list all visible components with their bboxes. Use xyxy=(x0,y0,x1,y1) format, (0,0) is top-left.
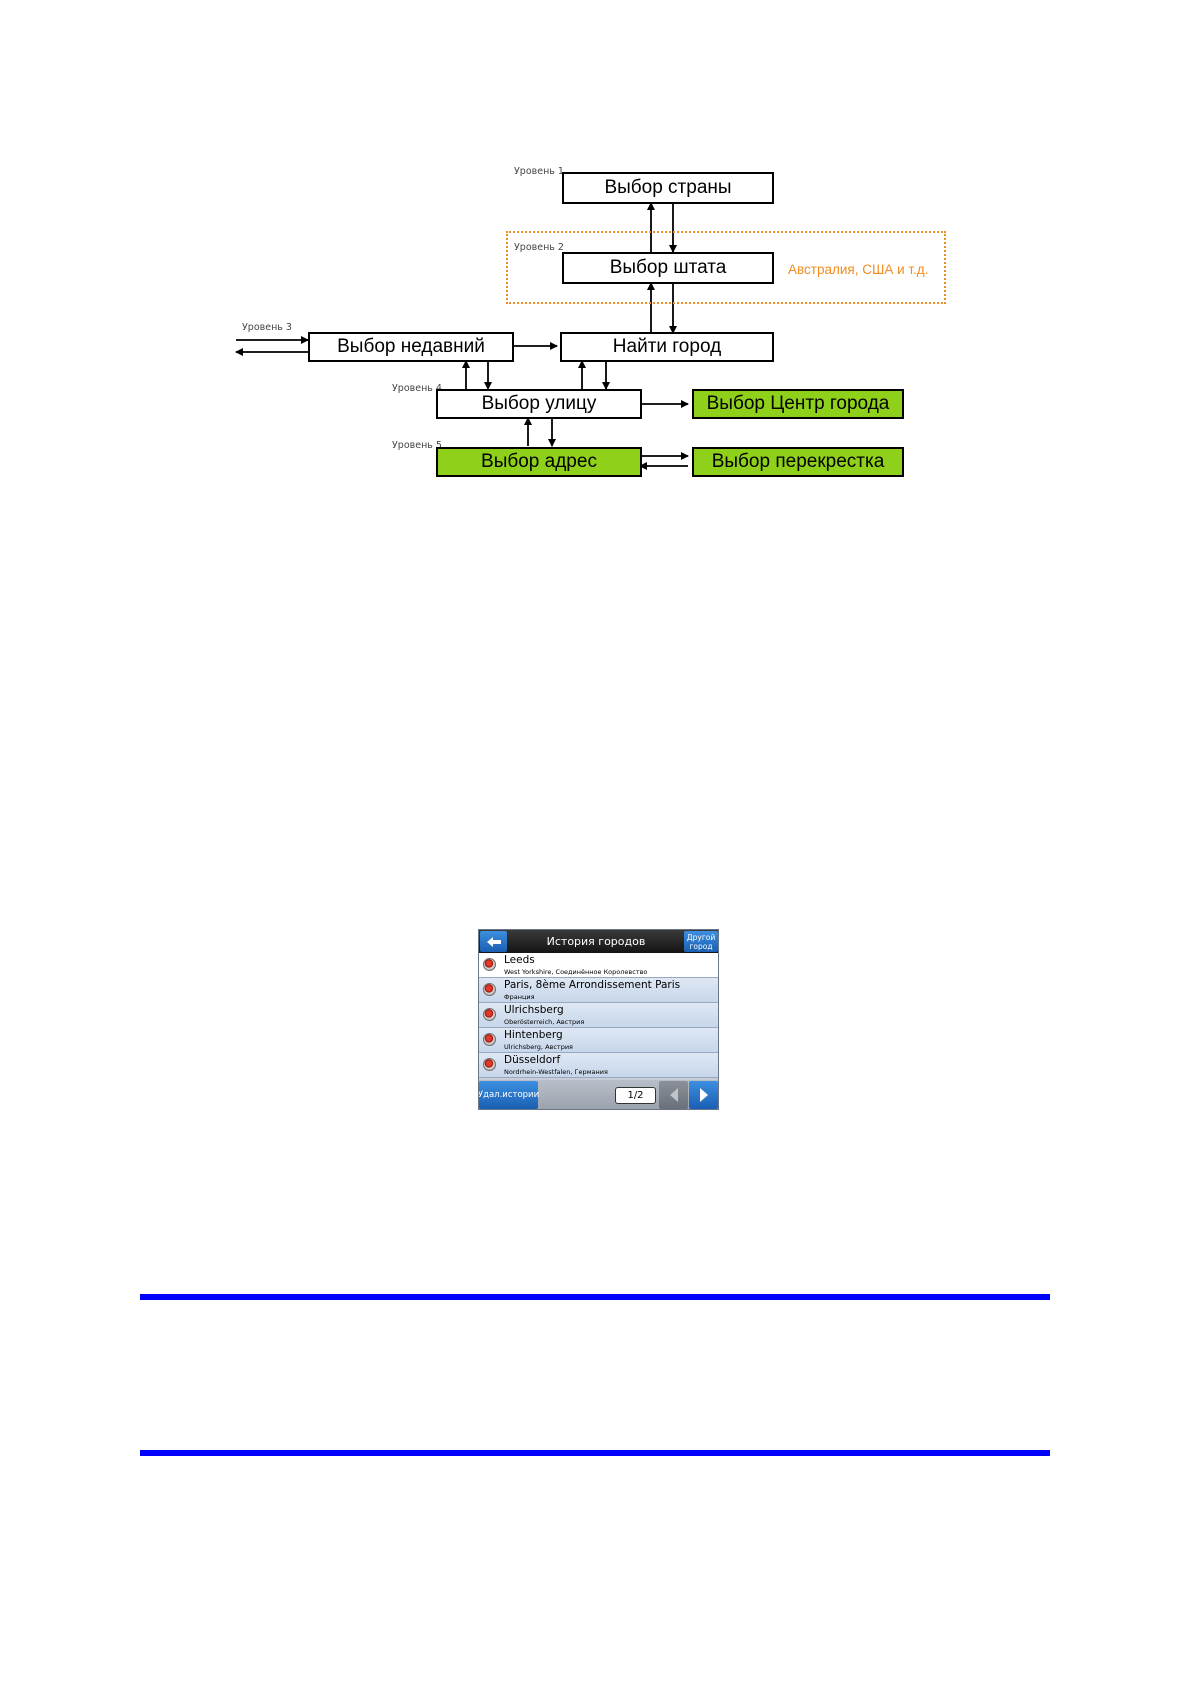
box-select-state: Выбор штата xyxy=(562,252,774,284)
history-list-item[interactable]: Leeds West Yorkshire, Соединённое Короле… xyxy=(479,953,718,978)
horizontal-rule-bottom xyxy=(140,1450,1050,1456)
city-name: Ulrichsberg xyxy=(504,1004,564,1016)
box-select-city-center: Выбор Центр города xyxy=(692,389,904,419)
other-city-label: Другой город xyxy=(686,932,716,951)
next-page-button[interactable] xyxy=(689,1081,718,1109)
back-arrow-icon xyxy=(486,936,501,947)
city-history-screen: История городов Другой город Leeds West … xyxy=(478,929,719,1110)
city-region: Nordrhein-Westfalen, Германия xyxy=(504,1068,608,1076)
box-find-city: Найти город xyxy=(560,332,774,362)
pin-icon xyxy=(483,1008,496,1021)
level-5-label: Уровень 5 xyxy=(392,440,442,451)
city-name: Hintenberg xyxy=(504,1029,563,1041)
back-button[interactable] xyxy=(480,931,507,952)
screen-footer: Удал.истории 1/2 xyxy=(479,1080,718,1109)
other-city-button[interactable]: Другой город xyxy=(684,931,718,952)
city-region: Франция xyxy=(504,993,535,1001)
chevron-right-icon xyxy=(699,1088,708,1102)
level-2-label: Уровень 2 xyxy=(514,242,564,253)
city-region: Oberösterreich, Австрия xyxy=(504,1018,585,1026)
previous-page-button[interactable] xyxy=(659,1081,688,1109)
box-select-recent: Выбор недавний xyxy=(308,332,514,362)
level-1-label: Уровень 1 xyxy=(514,166,564,177)
pin-icon xyxy=(483,1033,496,1046)
level-3-label: Уровень 3 xyxy=(242,322,292,333)
history-list-item[interactable]: Düsseldorf Nordrhein-Westfalen, Германия xyxy=(479,1053,718,1078)
navigation-flow-diagram: Уровень 1 Уровень 2 Уровень 3 Уровень 4 … xyxy=(222,146,972,497)
delete-history-button[interactable]: Удал.истории xyxy=(479,1081,539,1109)
city-name: Düsseldorf xyxy=(504,1054,561,1066)
city-name: Leeds xyxy=(504,954,535,966)
city-name: Paris, 8ème Arrondissement Paris xyxy=(504,979,681,991)
screen-header: История городов Другой город xyxy=(479,930,718,953)
horizontal-rule-top xyxy=(140,1294,1050,1300)
city-region: West Yorkshire, Соединённое Королевство xyxy=(504,968,648,976)
box-select-address: Выбор адрес xyxy=(436,447,642,477)
box-select-street: Выбор улицу xyxy=(436,389,642,419)
level-4-label: Уровень 4 xyxy=(392,383,442,394)
state-note: Австралия, США и т.д. xyxy=(788,262,929,277)
screen-title: История городов xyxy=(546,935,646,948)
page-indicator: 1/2 xyxy=(615,1087,656,1104)
chevron-left-icon xyxy=(669,1088,678,1102)
history-list-item[interactable]: Ulrichsberg Oberösterreich, Австрия xyxy=(479,1003,718,1028)
history-list-item[interactable]: Hintenberg Ulrichsberg, Австрия xyxy=(479,1028,718,1053)
box-select-intersection: Выбор перекрестка xyxy=(692,447,904,477)
box-select-country: Выбор страны xyxy=(562,172,774,204)
pin-icon xyxy=(483,983,496,996)
pin-icon xyxy=(483,958,496,971)
optional-state-region xyxy=(506,231,946,304)
history-list-item[interactable]: Paris, 8ème Arrondissement Paris Франция xyxy=(479,978,718,1003)
pin-icon xyxy=(483,1058,496,1071)
city-region: Ulrichsberg, Австрия xyxy=(504,1043,573,1051)
diagram-arrows xyxy=(235,202,689,470)
